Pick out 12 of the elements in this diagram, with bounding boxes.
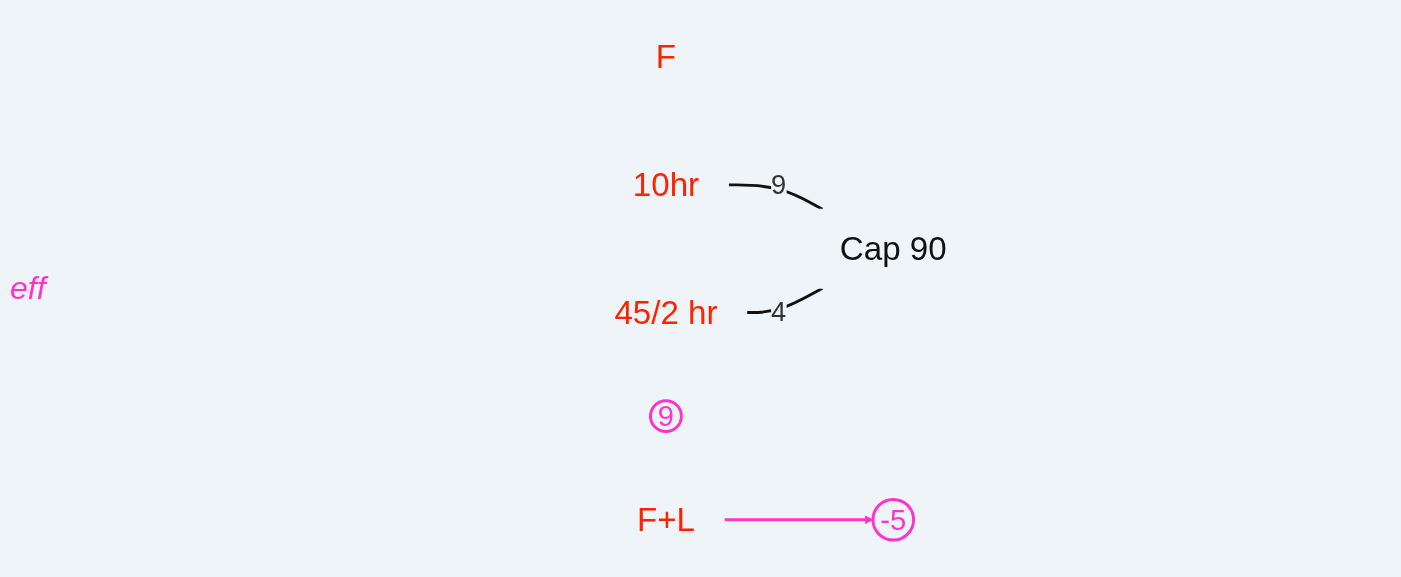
connector (728, 183, 824, 211)
node-text: 10hr (632, 165, 700, 203)
node-circle: 9 (649, 399, 683, 434)
note-text: eff (10, 270, 170, 307)
edge-label: 4 (771, 296, 787, 328)
node-text: F (655, 38, 677, 76)
node-circle: -5 (871, 498, 915, 542)
node-text: 45/2 hr (614, 293, 718, 331)
arrow (724, 515, 874, 525)
node-text: Cap 90 (839, 229, 947, 267)
edge-label: 9 (771, 169, 787, 200)
node-text: F+L (636, 500, 695, 538)
